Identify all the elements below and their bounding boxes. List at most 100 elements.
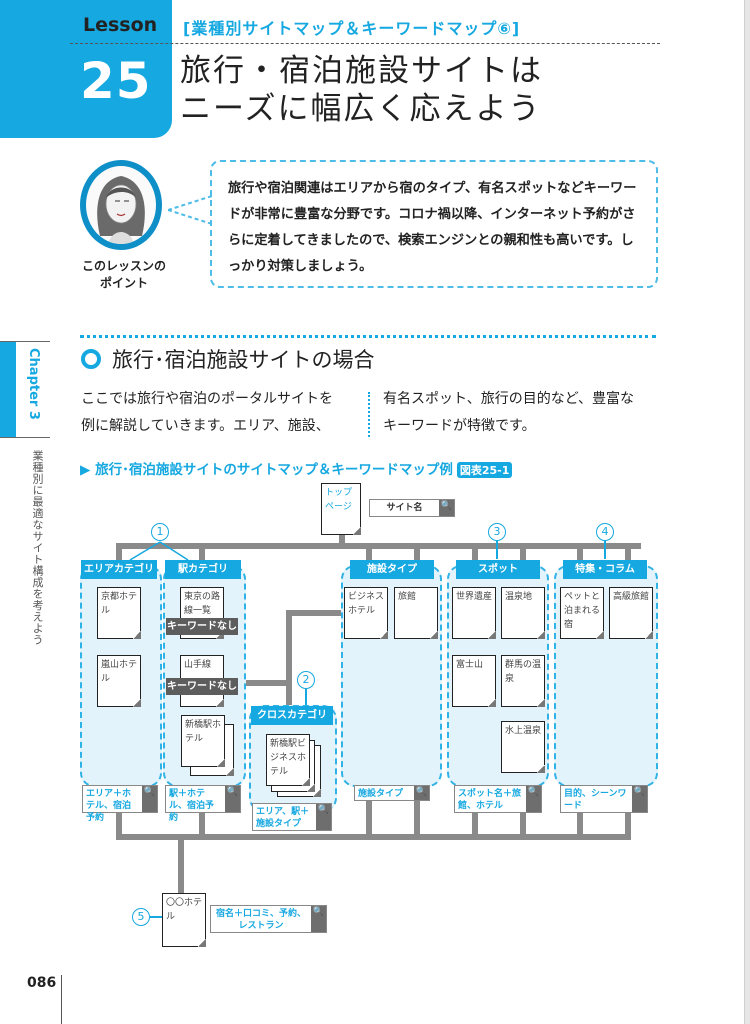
chapter-label: Chapter 3	[26, 348, 41, 420]
top-keyword-box: サイト名 🔍	[369, 499, 455, 517]
connector	[286, 610, 292, 790]
marker-1: 1	[151, 523, 169, 541]
marker-5: 5	[132, 908, 150, 926]
magnifier-icon: 🔍	[225, 786, 240, 812]
connector	[339, 533, 345, 545]
page-edge	[744, 0, 750, 1024]
connector	[116, 834, 631, 840]
keyword-text: 目的、シーンワード	[564, 789, 627, 811]
marker-4: 4	[596, 523, 614, 541]
title-line-2: ニーズに幅広く応えよう	[180, 91, 542, 127]
figure-title-text: 旅行･宿泊施設サイトのサイトマップ＆キーワードマップ例	[95, 462, 453, 478]
keyword-box-station: 駅＋ホテル、宿泊予約 🔍	[165, 785, 241, 823]
keyword-text: エリア＋ホテル、宿泊予約	[86, 789, 132, 823]
page-title: 旅行・宿泊施設サイトは ニーズに幅広く応えよう	[180, 52, 543, 128]
page-node[interactable]: 群馬の温泉	[501, 655, 545, 707]
portrait-icon	[97, 176, 145, 244]
magnifier-icon: 🔍	[142, 786, 157, 812]
keyword-box-spot: スポット名＋旅館、ホテル🔍	[454, 785, 542, 813]
body-column-1: ここでは旅行や宿泊のポータルサイトを 例に解説していきます。エリア、施設、	[81, 386, 333, 440]
keyword-box-facility: 施設タイプ 🔍	[354, 785, 430, 801]
section-divider	[80, 335, 656, 338]
connector	[240, 680, 292, 686]
speech-bubble-tail	[168, 195, 213, 225]
header-divider	[70, 43, 660, 44]
no-keyword-label: キーワードなし	[166, 678, 238, 695]
marker-2: 2	[297, 671, 315, 689]
figure-title: ▶ 旅行･宿泊施設サイトのサイトマップ＆キーワードマップ例図表25-1	[80, 458, 513, 478]
column-divider	[368, 392, 370, 437]
page-node[interactable]: ペットと泊まれる宿	[560, 587, 604, 639]
magnifier-icon: 🔍	[439, 500, 454, 516]
page-node[interactable]: 世界遺産	[452, 587, 496, 639]
no-keyword-label: キーワードなし	[166, 618, 238, 635]
body-line: 例に解説していきます。エリア、施設、	[81, 418, 330, 434]
lesson-number: 25	[80, 52, 152, 110]
magnifier-icon: 🔍	[414, 786, 429, 800]
connector	[116, 543, 641, 549]
marker-line	[496, 541, 498, 559]
marker-1-lines	[129, 541, 189, 561]
keyword-text: エリア、駅＋施設タイプ	[256, 807, 310, 829]
chapter-tab	[0, 342, 16, 438]
magnifier-icon: 🔍	[632, 786, 647, 812]
category-header-area[interactable]: エリアカテゴリ	[81, 560, 157, 579]
page-node[interactable]: 京都ホテル	[97, 587, 141, 639]
keyword-text: 駅＋ホテル、宿泊予約	[169, 789, 215, 823]
marker-line	[604, 541, 606, 559]
page-node[interactable]: 高級旅館	[609, 587, 653, 639]
author-portrait	[80, 160, 162, 250]
lesson-label: Lesson	[83, 14, 158, 36]
magnifier-icon: 🔍	[311, 906, 326, 932]
page-node[interactable]: 旅館	[394, 587, 438, 639]
category-header-feature[interactable]: 特集・コラム	[563, 560, 647, 579]
hotel-page-node[interactable]: 〇〇ホテル	[162, 893, 206, 947]
figure-badge: 図表25-1	[456, 462, 513, 478]
body-line: キーワードが特徴です。	[383, 418, 536, 434]
category-header-spot[interactable]: スポット	[456, 560, 540, 579]
body-line: ここでは旅行や宿泊のポータルサイトを	[81, 391, 333, 407]
marker-3: 3	[488, 523, 506, 541]
body-line: 有名スポット、旅行の目的など、豊富な	[383, 391, 635, 407]
page-number: 086	[27, 975, 57, 991]
keyword-text: スポット名＋旅館、ホテル	[458, 789, 522, 811]
category-header-facility[interactable]: 施設タイプ	[350, 560, 434, 579]
magnifier-icon: 🔍	[526, 786, 541, 812]
magnifier-icon: 🔍	[316, 804, 331, 830]
marker-line	[305, 689, 307, 705]
page-node[interactable]: ビジネスホテル	[344, 587, 388, 639]
category-header-cross[interactable]: クロスカテゴリ	[251, 706, 333, 725]
keyword-text: サイト名	[386, 503, 423, 513]
section-title: 旅行･宿泊施設サイトの場合	[112, 348, 375, 372]
page-node[interactable]: 嵐山ホテル	[97, 655, 141, 707]
point-label-line-2: ポイント	[99, 276, 148, 290]
chapter-rule-bottom	[0, 437, 50, 438]
point-label-line-1: このレッスンの	[81, 259, 166, 273]
keyword-box-feature: 目的、シーンワード🔍	[560, 785, 648, 813]
keyword-text: 施設タイプ	[358, 789, 404, 799]
connector	[286, 610, 366, 616]
hotel-keyword-box: 宿名＋口コミ、予約、レストラン🔍	[210, 905, 327, 933]
page-node[interactable]: 温泉地	[501, 587, 545, 639]
point-label: このレッスンの ポイント	[74, 258, 174, 292]
page-node[interactable]: 水上温泉	[501, 721, 545, 773]
category-header-station[interactable]: 駅カテゴリ	[165, 560, 241, 579]
page-node[interactable]: 新橋駅ビジネスホテル	[266, 734, 310, 786]
section-circle-icon	[81, 349, 101, 369]
page-number-rule	[61, 975, 62, 1024]
marker-line	[150, 916, 162, 918]
lesson-badge	[0, 0, 172, 138]
keyword-box-cross: エリア、駅＋施設タイプ 🔍	[252, 803, 332, 831]
chapter-rule-top	[0, 341, 50, 342]
point-bubble: 旅行や宿泊関連はエリアから宿のタイプ、有名スポットなどキーワードが非常に豊富な分…	[210, 160, 658, 288]
series-title: [業種別サイトマップ＆キーワードマップ⑥]	[183, 19, 521, 38]
body-column-2: 有名スポット、旅行の目的など、豊富な キーワードが特徴です。	[383, 386, 634, 440]
top-page-node[interactable]: トップページ	[321, 483, 361, 535]
page-node[interactable]: 富士山	[452, 655, 496, 707]
triangle-icon: ▶	[80, 462, 96, 478]
page-node[interactable]: 新橋駅ホテル	[181, 715, 225, 767]
title-line-1: 旅行・宿泊施設サイトは	[180, 53, 543, 89]
keyword-box-area: エリア＋ホテル、宿泊予約 🔍	[82, 785, 158, 823]
connector	[178, 834, 184, 894]
